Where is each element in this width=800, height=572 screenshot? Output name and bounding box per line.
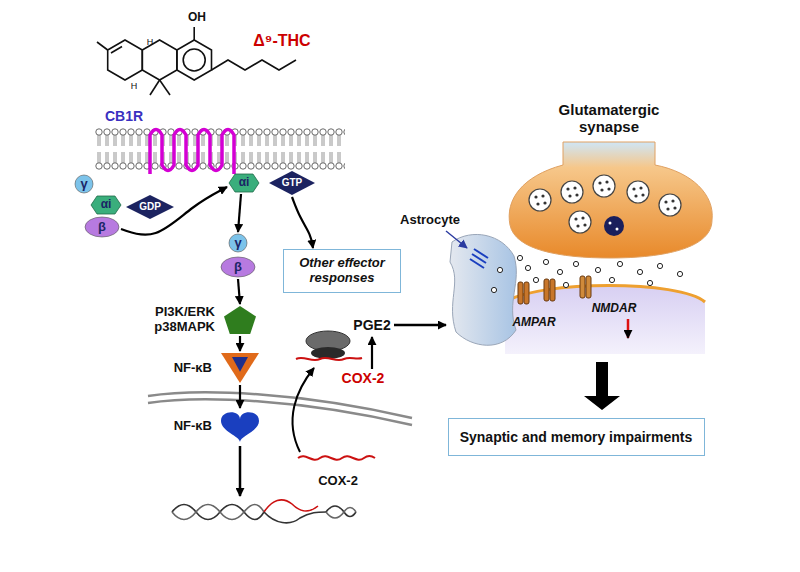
node-text: γ — [234, 236, 241, 251]
lipid-bilayer — [95, 128, 345, 170]
cb1r-helix — [150, 130, 234, 175]
g-alpha: αi — [228, 173, 260, 193]
node-text: β — [98, 220, 106, 235]
receptor-name: AMPAR — [512, 316, 555, 330]
signal-arrow — [121, 187, 227, 235]
signal-arrow — [239, 336, 241, 351]
atom-label: OH — [188, 11, 206, 25]
node-text: PI3K/ERK p38MAPK — [135, 305, 215, 335]
cell-name: Astrocyte — [400, 213, 460, 228]
synapse-title: Glutamatergic synapse — [550, 101, 668, 136]
astrocyte-receptor — [470, 249, 488, 268]
gene-name: COX-2 — [318, 474, 358, 489]
g-beta: β — [84, 216, 120, 238]
node-text: NF-κB — [152, 419, 212, 434]
postsynaptic-membrane — [505, 286, 705, 303]
g-alpha: αi — [90, 195, 122, 215]
arrow — [239, 446, 242, 496]
receptor-name: NMDAR — [592, 302, 637, 316]
signal-arrow — [239, 385, 241, 408]
node-text: Other effector responses — [291, 256, 393, 286]
gdp-diamond: GDP — [125, 194, 175, 220]
arrow — [371, 337, 373, 369]
signal-arrow — [238, 194, 241, 232]
node-text: GTP — [282, 177, 303, 189]
outcome-box: Synaptic and memory impairments — [448, 418, 705, 456]
astrocyte — [450, 234, 516, 345]
kinase-pentagon: PI3K/ERK p38MAPK — [223, 305, 257, 335]
arrow — [394, 324, 446, 327]
atom-label: H — [131, 81, 138, 91]
leader-line — [446, 231, 467, 248]
postsynaptic-membrane — [505, 286, 705, 355]
receptor-name: CB1R — [105, 108, 143, 124]
vesicle — [604, 216, 624, 236]
ribosome — [296, 331, 362, 360]
g-gamma: γ — [74, 174, 94, 194]
drug-name: Δ⁹-THC — [253, 32, 310, 50]
node-text: NF-κB — [152, 361, 212, 376]
big-arrow — [584, 362, 620, 410]
node-shape — [223, 305, 257, 335]
cox2-mrna — [298, 456, 375, 460]
node-shape — [220, 409, 260, 443]
glutamate — [491, 255, 682, 292]
presynaptic-terminal — [509, 142, 712, 258]
nmdar-receptor — [580, 276, 591, 298]
mediator-name: PGE2 — [353, 317, 390, 333]
atom-label: H — [147, 37, 154, 47]
signal-arrow — [238, 279, 240, 304]
arrow — [293, 368, 314, 452]
node-text: γ — [80, 177, 87, 192]
node-text: αi — [101, 198, 112, 212]
node-text: αi — [239, 176, 250, 190]
g-gamma: γ — [228, 233, 248, 253]
signal-arrow — [292, 197, 313, 248]
node-text: GDP — [139, 201, 161, 213]
node-text: Synaptic and memory impairments — [460, 429, 693, 445]
decrease-arrow — [627, 319, 630, 338]
node-shape — [220, 352, 260, 384]
gtp-diamond: GTP — [268, 170, 316, 196]
nuclear-envelope — [148, 392, 412, 418]
effector-box: Other effector responses — [283, 249, 401, 293]
enzyme-name: COX-2 — [342, 370, 385, 386]
dna — [172, 500, 356, 523]
nfkb-triangle: NF-κB — [220, 352, 260, 384]
node-text: β — [234, 260, 242, 275]
nfkb-heart: NF-κB — [220, 409, 260, 443]
g-beta: β — [220, 256, 256, 278]
